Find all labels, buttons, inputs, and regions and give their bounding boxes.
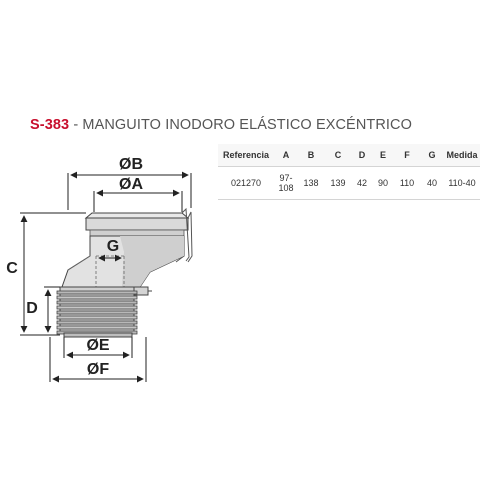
label-b: ØB (119, 156, 143, 173)
spigot-bottom-lip (63, 332, 133, 338)
top-collar (84, 212, 190, 237)
cell-c: 139 (324, 166, 352, 200)
cell-a: 97-108 (274, 166, 298, 200)
header-a: A (274, 144, 298, 167)
spec-table-header-row: Referencia A B C D E F G Medida (218, 144, 480, 167)
collar-band (85, 217, 189, 231)
spigot-rib (56, 295, 138, 300)
spigot-body (59, 286, 135, 334)
cell-medida: 110-40 (444, 166, 480, 200)
header-g: G (420, 144, 444, 167)
header-c: C (324, 144, 352, 167)
body-shadow (120, 236, 184, 287)
cell-b: 138 (298, 166, 324, 200)
spec-table: Referencia A B C D E F G Medida 021270 9… (218, 144, 480, 200)
label-e: ØE (86, 337, 109, 354)
cell-d: 42 (352, 166, 372, 200)
spigot-rib (56, 310, 138, 315)
eccentric-body (61, 235, 185, 288)
cell-f: 110 (394, 166, 420, 200)
spigot-rib (56, 325, 138, 330)
spigot-ribs (56, 290, 138, 335)
cell-a-value: 97-108 (278, 173, 294, 193)
fin-1 (181, 207, 190, 262)
table-row: 021270 97-108 138 139 42 90 110 40 110-4… (218, 166, 480, 200)
product-description: MANGUITO INODORO ELÁSTICO EXCÉNTRICO (82, 117, 413, 133)
collar-top-face (84, 212, 190, 219)
inner-channel (95, 255, 125, 290)
cell-e: 90 (372, 166, 394, 200)
collar-inner-band (89, 229, 185, 237)
spigot-rib (56, 305, 138, 310)
spigot-rib (56, 290, 138, 295)
spigot-rib (56, 300, 138, 305)
ribbed-spigot (56, 286, 138, 338)
label-d: D (26, 300, 38, 317)
label-f: ØF (87, 361, 109, 378)
header-referencia: Referencia (218, 144, 274, 167)
product-code: S-383 (30, 117, 70, 133)
title-separator: - (69, 117, 83, 133)
body-ridge (67, 255, 91, 271)
label-c: C (6, 260, 18, 277)
label-a: ØA (119, 176, 143, 193)
fin-2 (187, 211, 193, 263)
cell-referencia: 021270 (218, 166, 274, 200)
header-f: F (394, 144, 420, 167)
product-title: S-383 - MANGUITO INODORO ELÁSTICO EXCÉNT… (30, 117, 412, 133)
header-b: B (298, 144, 324, 167)
header-medida: Medida (444, 144, 480, 167)
cell-g: 40 (420, 166, 444, 200)
spigot-rib (56, 320, 138, 325)
dimension-lines (20, 171, 192, 383)
dimension-labels: ØB ØA G C D ØE ØF (6, 156, 143, 378)
header-e: E (372, 144, 394, 167)
label-g: G (107, 238, 119, 255)
header-d: D (352, 144, 372, 167)
spigot-rib (56, 315, 138, 320)
